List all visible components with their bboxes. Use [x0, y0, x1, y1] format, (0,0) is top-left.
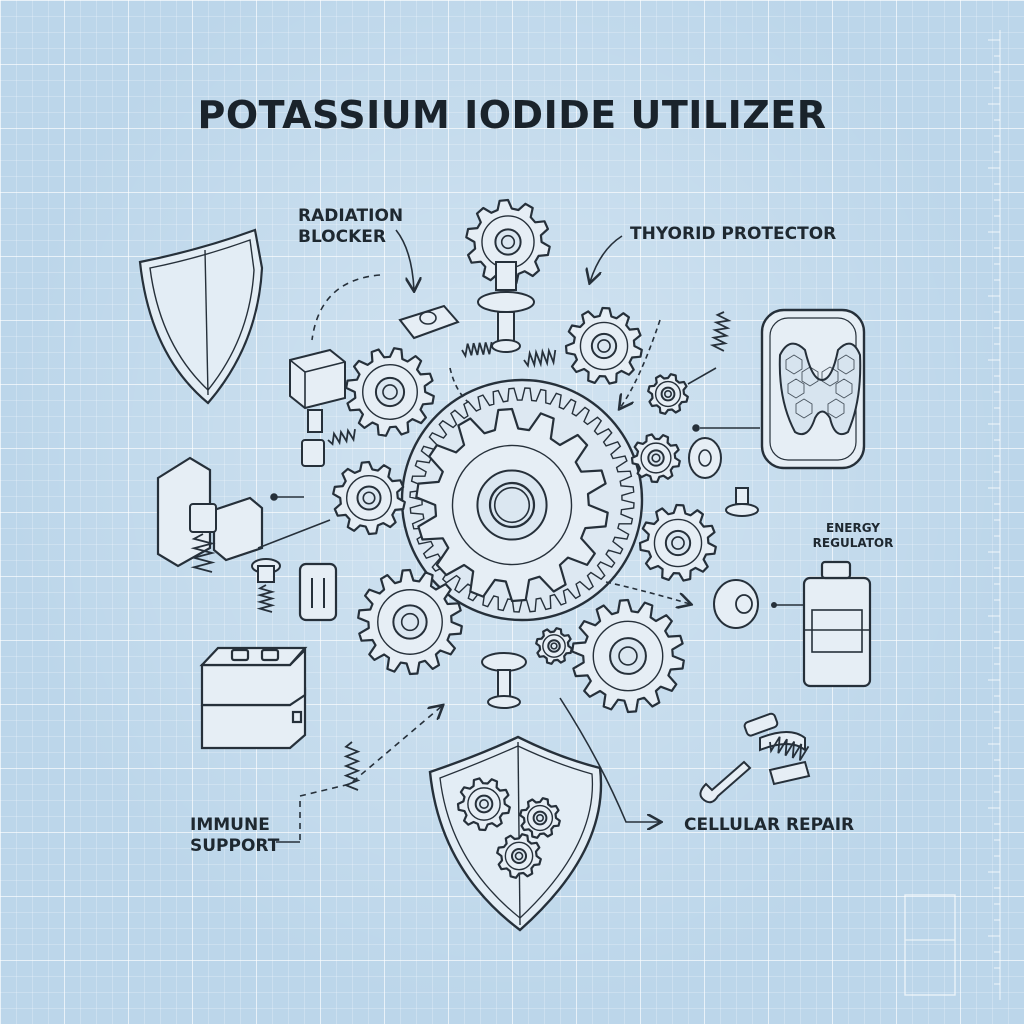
device-outline-icon [904, 894, 956, 996]
leader-line [605, 581, 690, 604]
top-gear-icon [465, 198, 551, 286]
gear-icon [345, 347, 435, 437]
leader-line [590, 235, 623, 282]
shield-icon [138, 228, 264, 405]
leader-line [449, 367, 469, 403]
thyroid-icon [760, 308, 866, 470]
bolt-icon [725, 487, 759, 517]
radiation-sensor-icon [398, 304, 460, 340]
spring-icon [523, 347, 557, 369]
gear-icon [571, 598, 685, 714]
spring-icon [190, 533, 216, 573]
gear-icon [357, 568, 463, 676]
spring-icon [461, 341, 493, 359]
leader-line [299, 706, 442, 840]
shield-gears-icon [428, 735, 603, 932]
main-drive-gear-icon [415, 407, 609, 603]
leader-line [559, 697, 660, 822]
gear-icon [638, 503, 717, 582]
leader-line [395, 229, 414, 290]
leader-line [620, 319, 661, 408]
spring-icon [709, 311, 732, 352]
battery-icon [802, 560, 872, 688]
connector-icon [251, 558, 281, 583]
leader-line [257, 519, 331, 549]
power-block-icon [199, 646, 308, 750]
connector-dot [771, 602, 777, 608]
gear-icon [564, 306, 643, 385]
shaft-assembly-icon [477, 261, 535, 353]
spring-icon [769, 736, 810, 761]
diagram-title: POTASSIUM IODIDE UTILIZER [197, 93, 827, 137]
gear-icon [332, 460, 406, 536]
connector-dot [270, 493, 278, 501]
label-cellular-repair: CELLULAR REPAIR [684, 815, 855, 835]
label-immune-support: IMMUNE SUPPORT [190, 815, 280, 856]
screw-icon [481, 652, 527, 709]
spring-icon [343, 741, 361, 791]
gear-icon [630, 433, 681, 484]
spring-icon [256, 584, 276, 613]
label-radiation-blocker: RADIATION BLOCKER [298, 206, 404, 247]
clamp-block-icon [156, 456, 264, 568]
wrench-icon [699, 712, 811, 804]
gear-icon [535, 627, 573, 665]
gear-icon [647, 373, 689, 415]
gear-icon [456, 777, 511, 832]
leader-line [687, 367, 717, 385]
label-thyroid-protector: THYORID PROTECTOR [630, 224, 837, 244]
spring-icon [769, 736, 810, 761]
valve-cube-icon [289, 348, 346, 467]
bearing-icon [713, 579, 759, 629]
label-energy-regulator: ENERGY REGULATOR [812, 521, 894, 550]
leader-line [311, 274, 381, 341]
capacitor-icon [298, 562, 338, 622]
connector-dot [692, 424, 700, 432]
gear-icon [519, 797, 561, 839]
nut-icon [688, 437, 722, 479]
gear-icon [496, 833, 542, 879]
spring-icon [327, 427, 356, 446]
